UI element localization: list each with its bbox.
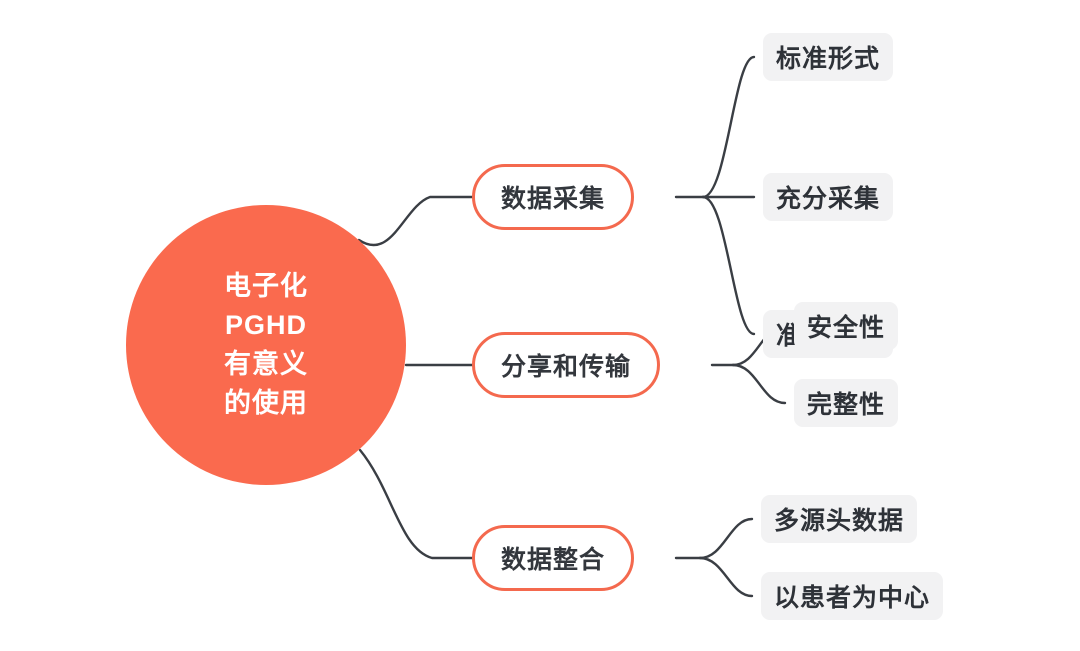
leaf-node-2-1[interactable]: 安全性	[794, 302, 899, 350]
root-line-2: PGHD	[224, 310, 307, 340]
connector-root-to-branch-3	[358, 448, 474, 560]
leaf-node-1-2-label: 充分采集	[776, 185, 881, 213]
branch-node-3[interactable]: 数据整合	[472, 525, 635, 591]
branch-node-2-label: 分享和传输	[501, 353, 632, 381]
connector-branch-3-to-leaf-1	[698, 517, 754, 560]
branch-node-1-label: 数据采集	[501, 185, 606, 213]
root-node[interactable]: 电子化 PGHD 有意义 的使用	[126, 205, 406, 485]
leaf-node-3-2-label: 以患者为中心	[774, 584, 931, 612]
branch-node-2[interactable]: 分享和传输	[472, 332, 661, 398]
leaf-node-1-1-label: 标准形式	[776, 45, 881, 73]
leaf-node-1-1[interactable]: 标准形式	[763, 33, 894, 81]
root-line-3: 有意义	[224, 349, 308, 379]
leaf-node-2-2-label: 完整性	[807, 391, 886, 419]
leaf-node-2-2[interactable]: 完整性	[794, 379, 899, 427]
leaf-node-3-2[interactable]: 以患者为中心	[761, 572, 944, 620]
leaf-node-2-1-label: 安全性	[807, 314, 886, 342]
branch-node-1[interactable]: 数据采集	[472, 164, 635, 230]
connector-branch-1-to-leaf-3	[701, 195, 756, 336]
root-line-4: 的使用	[224, 388, 308, 418]
connector-branch-2-to-leaf-2	[731, 363, 787, 405]
connector-branch-1-to-leaf-1	[701, 55, 756, 199]
leaf-node-1-2[interactable]: 充分采集	[763, 173, 894, 221]
connector-root-to-branch-1	[357, 195, 474, 247]
connector-branch-3-to-leaf-2	[698, 556, 754, 598]
root-line-1: 电子化	[224, 271, 308, 301]
leaf-node-3-1[interactable]: 多源头数据	[761, 495, 918, 543]
leaf-node-3-1-label: 多源头数据	[774, 507, 905, 535]
branch-node-3-label: 数据整合	[501, 546, 606, 574]
